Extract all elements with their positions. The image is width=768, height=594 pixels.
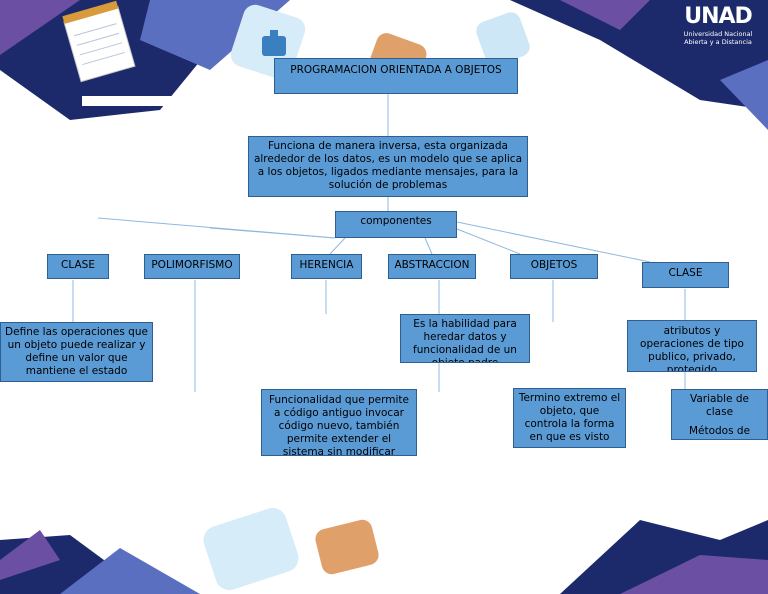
unad-logo: UNAD Universidad Nacional Abierta y a Di… — [672, 4, 764, 60]
clase-right-detail-box: Variable de clase Métodos de — [671, 389, 768, 440]
polimorfismo-box: POLIMORFISMO — [144, 254, 240, 279]
definition-box: Funciona de manera inversa, esta organiz… — [248, 136, 528, 197]
notepad-icon — [62, 0, 136, 83]
clase-right-description: atributos y operaciones de tipo publico,… — [627, 320, 757, 372]
objetos-description: Termino extremo el objeto, que controla … — [513, 388, 626, 448]
logo-line-1: Universidad Nacional — [683, 30, 753, 38]
abstraccion-box: ABSTRACCION — [388, 254, 476, 279]
herencia-box: HERENCIA — [291, 254, 362, 279]
logo-line-2: Abierta y a Distancia — [684, 38, 752, 46]
clipboard-icon — [262, 30, 286, 56]
components-hub-box: componentes — [335, 211, 457, 238]
metodos-de-text: Métodos de — [688, 425, 751, 437]
clase-right-box: CLASE — [642, 262, 729, 288]
clase-left-description: Define las operaciones que un objeto pue… — [0, 322, 153, 382]
abstraccion-description: Es la habilidad para heredar datos y fun… — [400, 314, 530, 363]
objetos-box: OBJETOS — [510, 254, 598, 279]
herencia-description: Funcionalidad que permite a código antig… — [261, 389, 417, 456]
clase-left-box: CLASE — [47, 254, 109, 279]
title-box: PROGRAMACION ORIENTADA A OBJETOS — [274, 58, 518, 94]
logo-wordmark: UNAD — [684, 4, 753, 29]
variable-de-clase-text: Variable de clase — [690, 393, 749, 418]
